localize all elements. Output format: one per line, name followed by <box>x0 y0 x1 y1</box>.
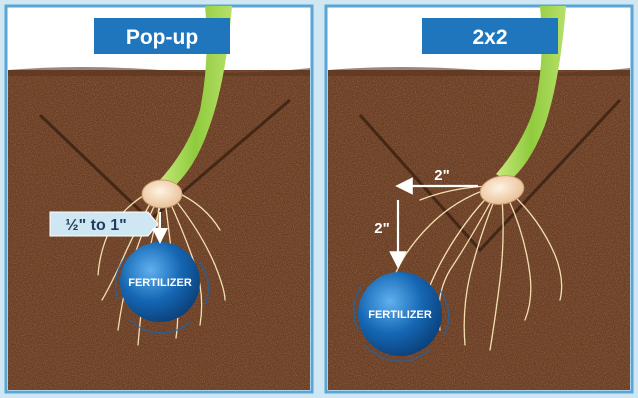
depth-label: ½" to 1" <box>65 217 126 234</box>
panel-title: Pop-up <box>126 26 198 49</box>
fertilizer-label: FERTILIZER <box>128 277 192 289</box>
depth-callout: ½" to 1" <box>50 212 160 236</box>
panel-2x2: 2" 2" FERTILIZER 2x2 <box>326 6 632 392</box>
seed <box>142 180 182 208</box>
vertical-offset-label: 2" <box>374 220 389 237</box>
panel-popup: FERTILIZER ½" to 1" Pop-up <box>6 6 312 392</box>
horizontal-offset-label: 2" <box>434 167 449 184</box>
fertilizer-label: FERTILIZER <box>368 309 432 321</box>
panel-title: 2x2 <box>472 26 507 49</box>
